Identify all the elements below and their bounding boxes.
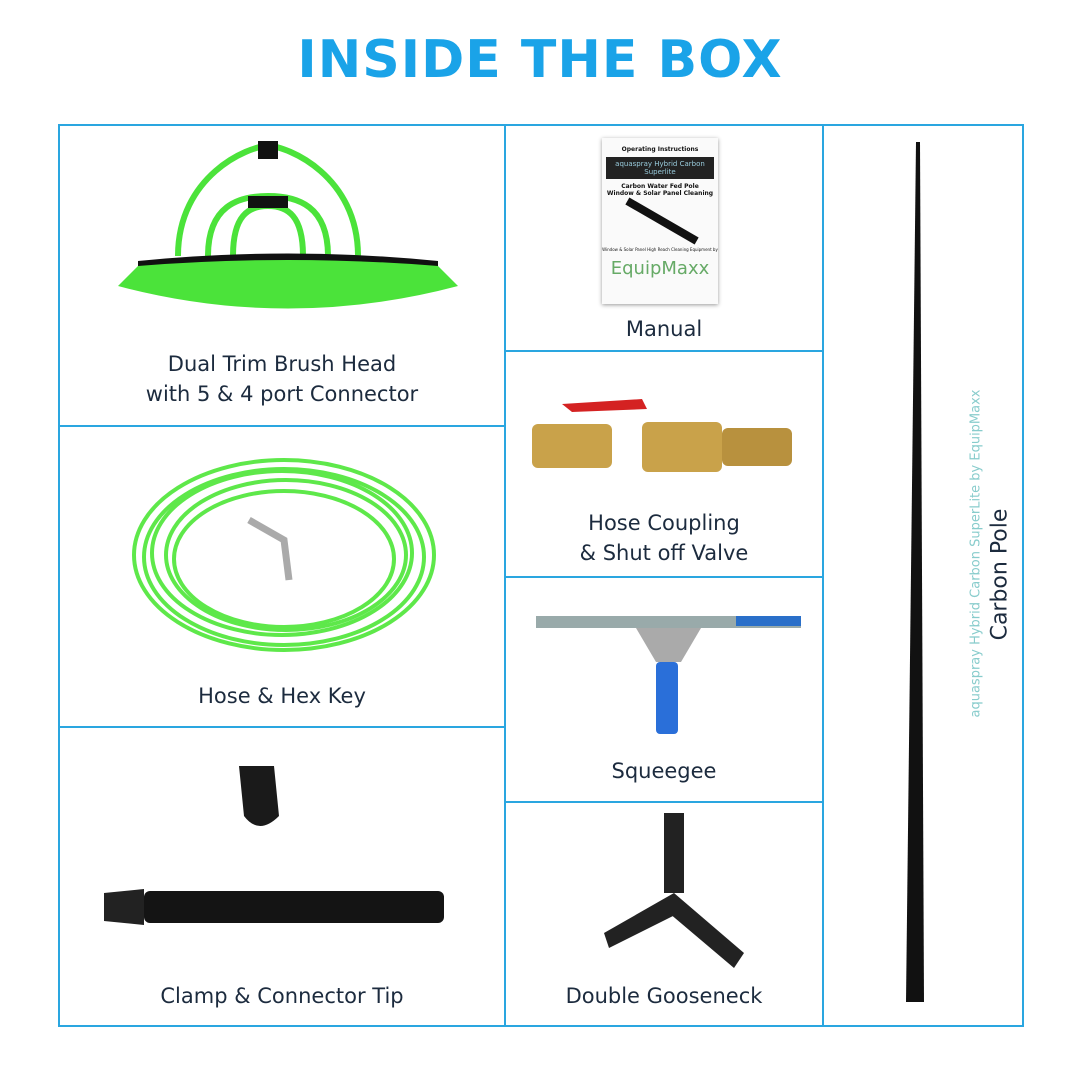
brush-head-label-1: Dual Trim Brush Head	[167, 352, 397, 376]
manual-bar: aquaspray Hybrid Carbon Superlite	[606, 157, 714, 179]
clamp-tip-image	[104, 766, 444, 925]
cell-clamp: Clamp & Connector Tip	[58, 726, 506, 1027]
cell-brush-head: Dual Trim Brush Head with 5 & 4 port Con…	[58, 124, 506, 427]
coupling-label-2: & Shut off Valve	[579, 541, 749, 565]
manual-label: Manual	[625, 317, 703, 341]
cell-coupling: Hose Coupling & Shut off Valve	[504, 350, 824, 578]
manual-line1: Carbon Water Fed Pole	[621, 183, 699, 190]
carbon-pole-label: Carbon Pole	[987, 508, 1013, 641]
manual-footer: Window & Solar Panel High Reach Cleaning…	[602, 247, 718, 252]
manual-heading: Operating Instructions	[621, 146, 699, 153]
gooseneck-image	[604, 813, 744, 968]
gooseneck-label: Double Gooseneck	[565, 984, 763, 1008]
cell-carbon-pole: aquaspray Hybrid Carbon SuperLite by Equ…	[822, 124, 1024, 1027]
manual-line2: Window & Solar Panel Cleaning	[606, 190, 714, 197]
cell-squeegee: Squeegee	[504, 576, 824, 803]
coupling-label-1: Hose Coupling	[588, 511, 740, 535]
page-title: INSIDE THE BOX	[297, 30, 783, 90]
pole-print: aquaspray Hybrid Carbon SuperLite by Equ…	[968, 389, 984, 718]
manual-image: Operating Instructions aquaspray Hybrid …	[602, 138, 718, 304]
carbon-pole-image	[906, 142, 924, 1002]
clamp-label: Clamp & Connector Tip	[160, 984, 404, 1008]
coupling-valve-image	[532, 399, 792, 472]
cell-gooseneck: Double Gooseneck	[504, 801, 824, 1027]
manual-brand: EquipMaxx	[610, 258, 710, 279]
hose-image	[132, 458, 436, 652]
squeegee-label: Squeegee	[611, 759, 717, 783]
squeegee-image	[536, 616, 801, 734]
brush-head-image	[118, 141, 458, 309]
hose-label: Hose & Hex Key	[198, 684, 366, 708]
brush-head-label-2: with 5 & 4 port Connector	[145, 382, 419, 406]
cell-hose: Hose & Hex Key	[58, 425, 506, 728]
